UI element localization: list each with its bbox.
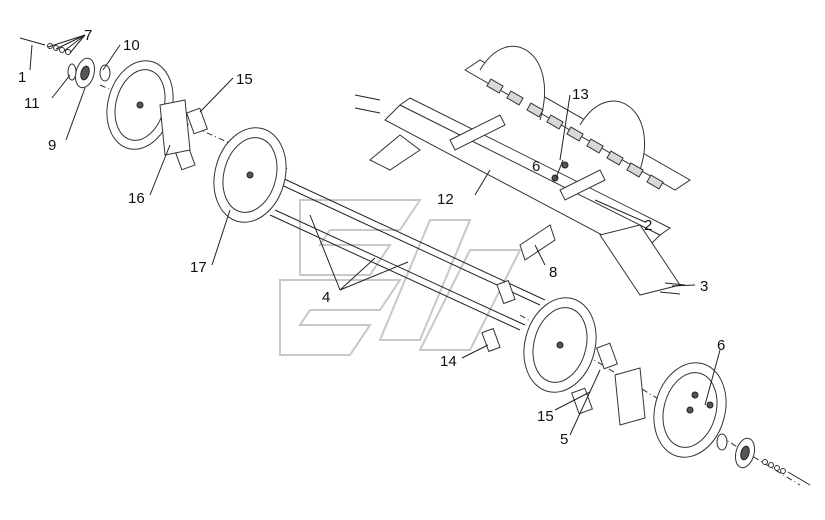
wheel-left-inner bbox=[213, 127, 287, 223]
watermark-logo bbox=[279, 199, 522, 356]
callout-12: 12 bbox=[437, 191, 454, 208]
brackets bbox=[159, 99, 646, 426]
callout-6-top: 6 bbox=[532, 158, 540, 175]
callout-16: 16 bbox=[128, 190, 145, 207]
callout-2: 2 bbox=[644, 217, 652, 234]
callout-8: 8 bbox=[549, 264, 557, 281]
wheel-right-inner bbox=[523, 297, 597, 393]
callout-15-top: 15 bbox=[236, 71, 253, 88]
spacers bbox=[174, 107, 618, 415]
callout-15-bottom: 15 bbox=[537, 408, 554, 425]
callout-10: 10 bbox=[123, 37, 140, 54]
callout-17: 17 bbox=[190, 259, 207, 276]
wheel-left-outer bbox=[106, 60, 174, 150]
hub-left bbox=[67, 57, 111, 89]
callout-labels: 1 7 10 11 9 15 16 17 4 12 13 6 2 3 8 14 … bbox=[18, 27, 725, 448]
callout-1: 1 bbox=[18, 69, 26, 86]
callout-14: 14 bbox=[440, 353, 457, 370]
wheel-right-outer bbox=[653, 362, 727, 458]
leader-lines bbox=[29, 34, 721, 436]
scraper-teeth bbox=[486, 78, 664, 190]
callout-5: 5 bbox=[560, 431, 568, 448]
callout-7: 7 bbox=[84, 27, 92, 44]
callout-6-bottom: 6 bbox=[717, 337, 725, 354]
callout-3: 3 bbox=[700, 278, 708, 295]
hub-right bbox=[716, 433, 756, 469]
callout-13: 13 bbox=[572, 86, 589, 103]
bolts-and-washers bbox=[19, 37, 811, 486]
callout-4: 4 bbox=[322, 289, 330, 306]
callout-11: 11 bbox=[24, 95, 40, 112]
scraper-bar bbox=[449, 45, 691, 201]
callout-9: 9 bbox=[48, 137, 56, 154]
